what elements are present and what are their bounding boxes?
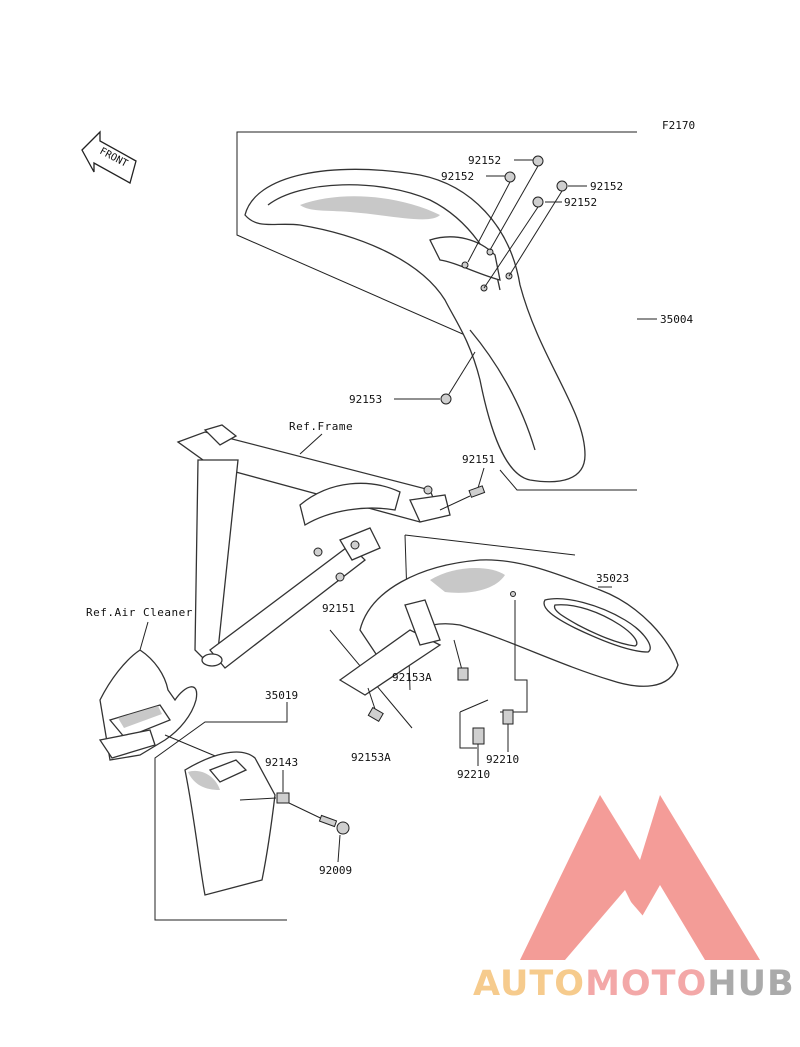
screw-icon xyxy=(318,814,350,835)
label-92153: 92153 xyxy=(349,393,382,406)
bolt-icon xyxy=(457,667,469,681)
label-92152-c: 92152 xyxy=(590,180,623,193)
clip-icon xyxy=(472,727,485,745)
automotohub-watermark: AUTOMOTOHUB xyxy=(473,795,795,1004)
front-arrow-icon: FRONT xyxy=(81,130,137,184)
washer-icon xyxy=(532,155,544,167)
label-35019: 35019 xyxy=(265,689,298,702)
bolt-icon xyxy=(440,393,452,405)
washer-92152-group xyxy=(467,155,587,289)
ref-frame-label: Ref.Frame xyxy=(289,420,353,433)
watermark-text: AUTOMOTOHUB xyxy=(473,964,795,1004)
label-92153A-b: 92153A xyxy=(351,751,391,764)
washer-icon xyxy=(504,171,516,183)
washer-icon xyxy=(556,180,568,192)
label-92153A-a: 92153A xyxy=(392,671,432,684)
rear-fender-35023 xyxy=(329,534,679,729)
label-92143: 92143 xyxy=(265,756,298,769)
label-92151-a: 92151 xyxy=(462,453,495,466)
ref-air-cleaner-label: Ref.Air Cleaner xyxy=(86,606,193,619)
washer-icon xyxy=(532,196,544,208)
air-cleaner xyxy=(98,621,198,761)
label-92210-b: 92210 xyxy=(457,768,490,781)
clip-icon xyxy=(502,709,514,725)
label-92152-a: 92152 xyxy=(468,154,501,167)
mud-flap-35019 xyxy=(154,702,288,921)
bolt-icon xyxy=(468,485,486,498)
label-92151-b: 92151 xyxy=(322,602,355,615)
collar-icon xyxy=(276,792,290,804)
label-35004: 35004 xyxy=(660,313,693,326)
label-35023: 35023 xyxy=(596,572,629,585)
label-92152-b: 92152 xyxy=(441,170,474,183)
label-92152-d: 92152 xyxy=(564,196,597,209)
watermark-logo-icon xyxy=(520,795,760,960)
clip-92210-group xyxy=(459,600,528,766)
label-92210-a: 92210 xyxy=(486,753,519,766)
bolt-icon xyxy=(367,706,384,723)
label-92009: 92009 xyxy=(319,864,352,877)
figure-code: F2170 xyxy=(662,119,695,132)
rear-frame xyxy=(176,424,451,669)
